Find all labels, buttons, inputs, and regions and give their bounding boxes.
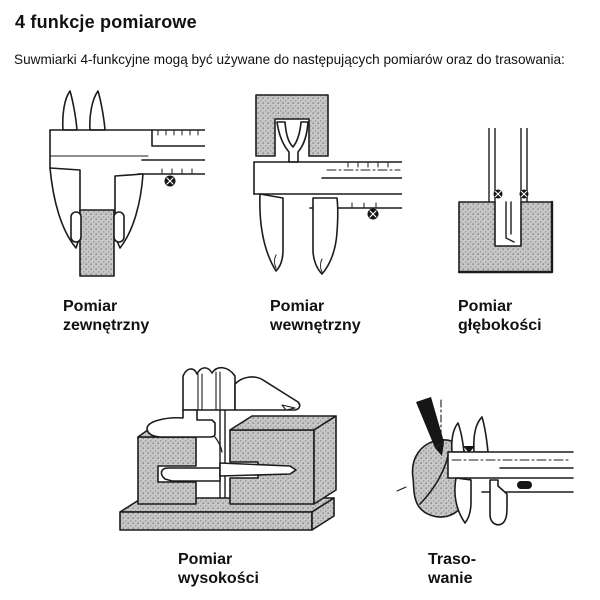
caption-line: Pomiar — [458, 298, 513, 315]
figure-height-measurement — [62, 352, 352, 542]
caliper-scribing-drawing-icon — [396, 397, 574, 526]
caption-internal-measurement: Pomiar wewnętrzny — [270, 297, 361, 335]
figure-external-measurement — [30, 88, 205, 295]
figure-scribing — [390, 382, 575, 540]
page-title: 4 funkcje pomiarowe — [15, 12, 197, 32]
caption-height-measurement: Pomiar wysokości — [178, 550, 259, 588]
workpiece-external — [79, 209, 115, 277]
caliper-external-drawing-icon — [49, 90, 205, 277]
figure-internal-measurement — [252, 92, 402, 292]
caption-line: Pomiar — [270, 298, 325, 315]
workpiece-internal — [255, 94, 329, 157]
caliper-height-drawing-icon — [119, 366, 337, 531]
caption-line: Traso- — [428, 551, 477, 568]
workpiece-step-left — [137, 436, 197, 505]
caption-line: wewnętrzny — [270, 317, 361, 334]
caption-line: Pomiar — [178, 551, 233, 568]
caption-line: Pomiar — [63, 298, 118, 315]
caption-external-measurement: Pomiar zewnętrzny — [63, 297, 149, 335]
caption-line: wysokości — [178, 570, 259, 587]
caption-line: głębokości — [458, 317, 542, 334]
caption-line: zewnętrzny — [63, 317, 150, 334]
caption-line: wanie — [428, 570, 473, 587]
intro-text: Suwmiarki 4-funkcyjne mogą być używane d… — [14, 52, 565, 67]
caption-scribing: Traso- wanie — [428, 550, 476, 588]
caption-depth-measurement: Pomiar głębokości — [458, 297, 542, 335]
clamp-screw-icon — [517, 481, 532, 489]
figure-depth-measurement — [452, 128, 567, 278]
caliper-depth-drawing-icon — [457, 128, 554, 274]
caliper-internal-drawing-icon — [253, 94, 402, 275]
scriber-tool-icon — [416, 397, 444, 448]
